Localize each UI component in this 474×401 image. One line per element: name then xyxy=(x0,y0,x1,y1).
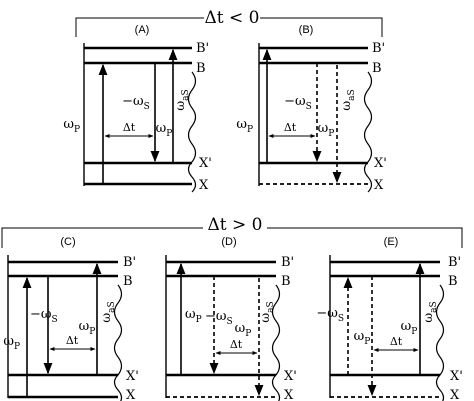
panel-c: (C) ωP −ωS ωP ωaS Δt xyxy=(3,236,123,401)
top-group-bracket: Δt < 0 xyxy=(75,6,383,37)
panel-c-level-b-prime: B' xyxy=(123,255,136,270)
antistokes-label: ωaS xyxy=(339,89,357,110)
panel-a-level-x: X xyxy=(199,178,209,193)
probe-label: ωP xyxy=(235,321,252,339)
stokes-label: −ωS xyxy=(122,94,150,112)
panel-e-level-b: B xyxy=(448,274,458,289)
probe-label: ωP xyxy=(318,121,335,139)
wavy-edge xyxy=(363,71,373,193)
panel-a: (A) ωP −ωS ωP ωaS Δt xyxy=(63,24,197,193)
delay-label: Δt xyxy=(390,335,403,348)
panel-e-level-b-prime: B' xyxy=(448,255,461,270)
antistokes-label: ωaS xyxy=(258,301,276,322)
pump-label: ωP xyxy=(63,117,80,135)
stokes-label: −ωS xyxy=(284,94,312,112)
panel-e-level-x: X xyxy=(450,388,460,401)
antistokes-label: ωaS xyxy=(421,301,439,322)
stokes-label: −ωS xyxy=(316,306,344,324)
antistokes-label: ωaS xyxy=(99,301,117,322)
stokes-label: −ωS xyxy=(30,307,58,325)
panel-d-level-b-prime: B' xyxy=(281,255,294,270)
antistokes-label: ωaS xyxy=(173,89,191,110)
wavy-edge xyxy=(271,284,281,401)
panel-a-level-b-prime: B' xyxy=(196,41,209,56)
panel-b-level-x-prime: X' xyxy=(374,156,387,171)
panel-e: (E) −ωS ωP ωP ωaS Δt xyxy=(316,236,445,401)
wavy-edge xyxy=(113,284,123,401)
pump-label: ωP xyxy=(3,334,20,352)
panel-d-level-x: X xyxy=(284,388,294,401)
delay-label: Δt xyxy=(123,121,136,134)
pump-label: ωP xyxy=(354,329,371,347)
panel-c-level-x-prime: X' xyxy=(126,369,139,384)
panel-a-level-b: B xyxy=(196,61,206,76)
bottom-group-bracket: Δt > 0 xyxy=(1,214,463,248)
panel-c-label: (C) xyxy=(60,236,75,248)
panel-b-label: (B) xyxy=(299,24,314,36)
panel-b-level-x: X xyxy=(374,178,384,193)
panel-e-level-x-prime: X' xyxy=(450,369,463,384)
probe-label: ωP xyxy=(156,121,173,139)
panel-c-level-b: B xyxy=(123,274,133,289)
panel-d: (D) ωP −ωS ωP ωaS Δt xyxy=(165,236,281,401)
level-labels: B' B X' X B' B X' X B' B X' X B' B X' X … xyxy=(123,41,463,401)
delay-label: Δt xyxy=(284,121,297,134)
panel-e-label: (E) xyxy=(384,236,399,248)
delay-label: Δt xyxy=(66,334,79,347)
group-bottom-label: Δt > 0 xyxy=(208,215,263,235)
panel-b: (B) ωP −ωS ωP ωaS Δt xyxy=(236,24,373,193)
panel-c-level-x: X xyxy=(126,388,136,401)
panel-a-label: (A) xyxy=(135,24,150,36)
delay-label: Δt xyxy=(230,338,243,351)
wavy-edge xyxy=(187,71,197,193)
probe-label: ωP xyxy=(401,319,418,337)
panel-d-label: (D) xyxy=(221,236,236,248)
pump-label: ωP xyxy=(185,307,202,325)
panel-d-level-b: B xyxy=(281,274,291,289)
group-top-label: Δt < 0 xyxy=(205,8,260,28)
pump-label: ωP xyxy=(236,117,253,135)
stokes-label: −ωS xyxy=(205,309,233,327)
probe-label: ωP xyxy=(79,319,96,337)
panel-b-level-b-prime: B' xyxy=(372,41,385,56)
panel-b-level-b: B xyxy=(372,61,382,76)
panel-a-level-x-prime: X' xyxy=(199,156,212,171)
wavy-edge xyxy=(435,284,445,401)
panel-d-level-x-prime: X' xyxy=(284,369,297,384)
